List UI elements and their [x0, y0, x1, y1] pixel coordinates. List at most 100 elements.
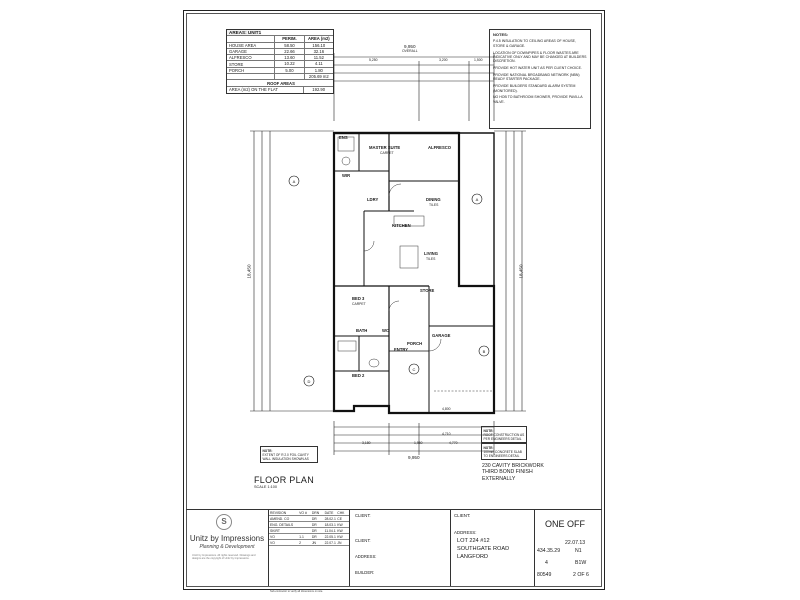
company-name: Unitz by Impressions [189, 534, 265, 543]
dim-garage-opening: 4,800 [442, 407, 451, 411]
title-block: S Unitz by Impressions Planning & Develo… [186, 509, 602, 593]
revision-table: REVISION VO # DRN DATE CHK AMEND. CO DR … [268, 510, 350, 586]
client-label-2: CLIENT: [355, 538, 371, 543]
job-meta-block: ONE OFF 22.07.13 434.35.29 N1 4 B1W 8054… [534, 510, 600, 586]
room-bed2: BED 2 [352, 373, 365, 378]
sheet-of: 2 OF 6 [573, 572, 589, 578]
category: B1W [575, 560, 587, 566]
svg-text:A: A [293, 179, 296, 184]
roof-areas-row: AREA (m2) ON THE FLAT 192.90 [227, 86, 333, 93]
room-bed3: BED 3 [352, 296, 365, 301]
dim-right-overall: 18,450 [518, 264, 524, 279]
slab-note: NOTE: 100mm CONCRETE SLAB TO ENGINEERS D… [481, 443, 527, 460]
svg-text:D: D [308, 379, 311, 384]
dim-left-overall: 18,450 [246, 264, 252, 279]
dim-overall-label: OVERALL [402, 49, 418, 53]
address-block: CLIENT: ADDRESS: LOT 224 #12 SOUTHGATE R… [450, 510, 534, 586]
address-label-2: ADDRESS: [454, 530, 477, 535]
room-bed3-floor: CARPET [352, 302, 366, 306]
room-entry: ENTRY [394, 347, 409, 352]
dim-garage-internal: 4,710 [442, 432, 451, 436]
logo-mark-icon: S [216, 514, 232, 530]
dim-bottom-c: 4,770 [449, 441, 458, 445]
company-fine-print: Unitz by Impressions. All rights reserve… [192, 554, 256, 561]
areas-table: AREAS: UNIT1 PERIM. AREA (m2) HOUSE AREA… [226, 29, 334, 94]
svg-text:C: C [413, 367, 416, 372]
builder-label: BUILDER: [355, 570, 375, 575]
job-id: 80549 [537, 572, 552, 578]
insulation-note: NOTE: EXTENT OF R 2.0 FOIL CAVITY WALL I… [260, 446, 318, 463]
company-tagline: Planning & Development [199, 544, 255, 550]
floor-plan-scale: SCALE 1:100 [254, 485, 278, 489]
table-row: ALFRESCO 13.60 11.52 [227, 55, 333, 62]
roof-note: NOTE: ROOF CONSTRUCTION AS PER ENGINEERS… [481, 426, 527, 443]
note-item: PROVIDE BUILDERS STANDARD ALARM SYSTEM (… [493, 84, 576, 93]
brickwork-note: 230 CAVITY BRICKWORK THIRD BOND FINISH E… [482, 463, 544, 482]
note-item: P.4.5 INSULATION TO CEILING AREAS OF HOU… [493, 39, 576, 48]
wind-class: N1 [575, 548, 582, 554]
note-item: PROVIDE HOT WATER UNIT AS PER CLIENT CHO… [493, 66, 582, 71]
note-item: LOCATION OF DOWNPIPES & FLOOR WASTES ARE… [493, 50, 587, 64]
table-row: STORE 10.22 4.11 [227, 61, 333, 68]
address-label: ADDRESS: [355, 554, 377, 559]
table-row: VO 1.1 DR 22.05.13 KW [269, 534, 349, 540]
revision-header-row: REVISION VO # DRN DATE CHK [269, 510, 349, 516]
table-row: SKIRT DR 11.04.13 KW [269, 528, 349, 534]
table-row: GARAGE 22.66 32.16 [227, 48, 333, 56]
client-block: CLIENT: CLIENT: ADDRESS: BUILDER: [352, 510, 448, 586]
roof-areas-title-row: ROOF AREAS [227, 80, 333, 87]
floor-plan-drawing: A A C B D [250, 53, 526, 455]
dim-top-a: 5,250 [369, 58, 378, 62]
notes-title: NOTES: [493, 32, 509, 37]
room-dining-floor: TILES [429, 203, 439, 207]
areas-header-row: PERIM. AREA (m2) [227, 36, 333, 43]
room-living: LIVING [424, 251, 438, 256]
address-line-3: LANGFORD [457, 554, 489, 560]
address-line-1: LOT 224 #12 [457, 538, 490, 544]
job-date: 22.07.13 [565, 540, 586, 546]
room-dining: DINING [426, 197, 441, 202]
table-row: VO 2 JN 22.07.13 JN [269, 540, 349, 546]
dim-bottom-b: 1,950 [414, 441, 423, 445]
dim-overall-top: 9,950 [404, 44, 416, 49]
room-ens: ENS [339, 135, 348, 140]
job-type: ONE OFF [545, 519, 585, 529]
note-item: PROVIDE NATIONAL BROADBAND NETWORK (NBN)… [493, 73, 580, 82]
address-line-2: SOUTHGATE ROAD [457, 546, 510, 552]
table-row: ENG. DETAILS DR 18.03.13 KW [269, 522, 349, 528]
table-row: AMEND. CO DR 28.02.13 CE [269, 516, 349, 522]
room-master-floor: CARPET [380, 151, 394, 155]
areas-title: AREAS: UNIT1 [227, 30, 262, 36]
dim-overall-bottom: 9,950 [408, 455, 420, 460]
sheet-border [186, 13, 602, 587]
notes-box: NOTES: P.4.5 INSULATION TO CEILING AREAS… [489, 29, 591, 129]
client-label: CLIENT: [355, 513, 371, 518]
room-wc: WC [382, 328, 389, 333]
room-bath: BATH [356, 328, 368, 333]
drawing-sheet: AREAS: UNIT1 PERIM. AREA (m2) HOUSE AREA… [183, 10, 605, 593]
note-item: NO HOB TO BATHROOM SHOWER, PROVIDE PAVIL… [493, 95, 583, 104]
room-kitchen: KITCHEN [392, 223, 411, 228]
dim-bottom-a: 3,180 [362, 441, 371, 445]
footer-note: Sub-contractor to verify all dimensions … [270, 590, 324, 593]
room-alfresco: ALFRESCO [428, 145, 452, 150]
room-living-floor: TILES [426, 257, 436, 261]
client-label-3: CLIENT: [454, 513, 471, 518]
room-wir: WIR [342, 173, 351, 178]
dim-top-b: 3,200 [439, 58, 448, 62]
table-row: 205.69 m2 [227, 74, 333, 81]
company-logo: S Unitz by Impressions Planning & Develo… [188, 512, 266, 582]
room-ldry: LDRY [367, 197, 379, 202]
floor-plan-title: FLOOR PLAN [254, 475, 315, 485]
room-master-suite: MASTER SUITE [369, 145, 401, 150]
job-number: 434.35.29 [537, 548, 561, 554]
room-store: STORE [420, 288, 435, 293]
svg-text:A: A [476, 197, 479, 202]
dim-top-c: 1,500 [474, 58, 483, 62]
sheet-number: 4 [545, 560, 548, 566]
svg-text:B: B [483, 349, 486, 354]
table-row: PORCH 5.00 1.80 [227, 67, 333, 75]
room-garage: GARAGE [432, 333, 451, 338]
room-porch: PORCH [407, 341, 423, 346]
table-row: HOUSE AREA 58.50 156.10 [227, 42, 333, 49]
